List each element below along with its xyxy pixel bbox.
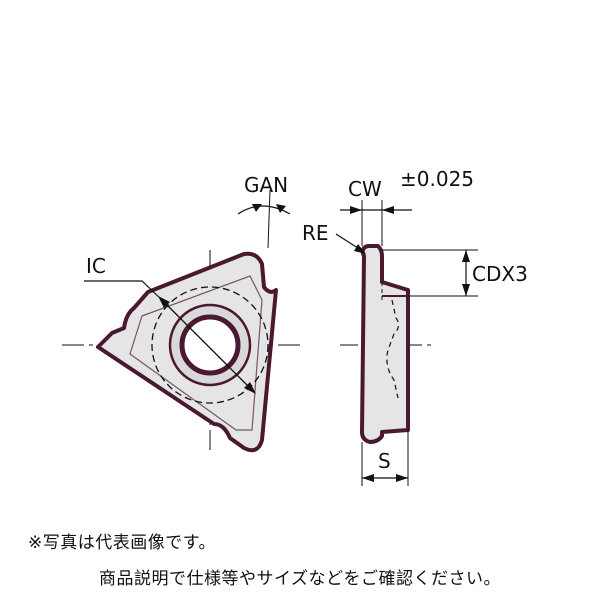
side-body xyxy=(360,244,410,444)
chipbreaker-outline xyxy=(129,275,263,431)
cw-arrow-right-icon xyxy=(382,206,394,214)
image-disclaimer-note: ※写真は代表画像です。 xyxy=(28,533,217,553)
insert-drawing: IC GAN CW ±0.025 RE CDX3 xyxy=(62,167,528,486)
s-label: S xyxy=(378,449,391,473)
ic-label: IC xyxy=(86,254,106,278)
spec-confirmation-note: 商品説明で仕様等やサイズなどをご確認ください。 xyxy=(99,569,501,589)
cw-label: CW xyxy=(348,177,382,201)
ic-arrow-end-icon xyxy=(244,382,256,394)
re-label: RE xyxy=(302,221,329,245)
re-arrow-icon xyxy=(354,244,366,254)
gan-arc xyxy=(237,205,291,215)
gan-reference-line xyxy=(267,189,271,249)
gan-label: GAN xyxy=(244,173,288,197)
insert-side-view: CW ±0.025 RE CDX3 S xyxy=(302,167,528,486)
ic-leader-line xyxy=(84,280,163,301)
cw-arrow-left-icon xyxy=(350,206,362,214)
gan-arrow-left-icon xyxy=(252,204,262,212)
center-hole-inner xyxy=(179,314,241,376)
inscribed-circle-dashed xyxy=(151,286,269,404)
insert-front-view: IC GAN xyxy=(62,173,305,453)
ic-dimension-line xyxy=(161,299,253,391)
gan-arrow-right-icon xyxy=(276,204,286,213)
s-arrow-right-icon xyxy=(396,474,408,482)
cdx-label: CDX3 xyxy=(472,262,528,286)
cdx-arrow-bottom-icon xyxy=(462,284,470,296)
side-hidden-lines xyxy=(386,299,400,399)
cdx-arrow-top-icon xyxy=(462,250,470,262)
s-arrow-left-icon xyxy=(362,474,374,482)
cw-tolerance: ±0.025 xyxy=(400,167,474,191)
